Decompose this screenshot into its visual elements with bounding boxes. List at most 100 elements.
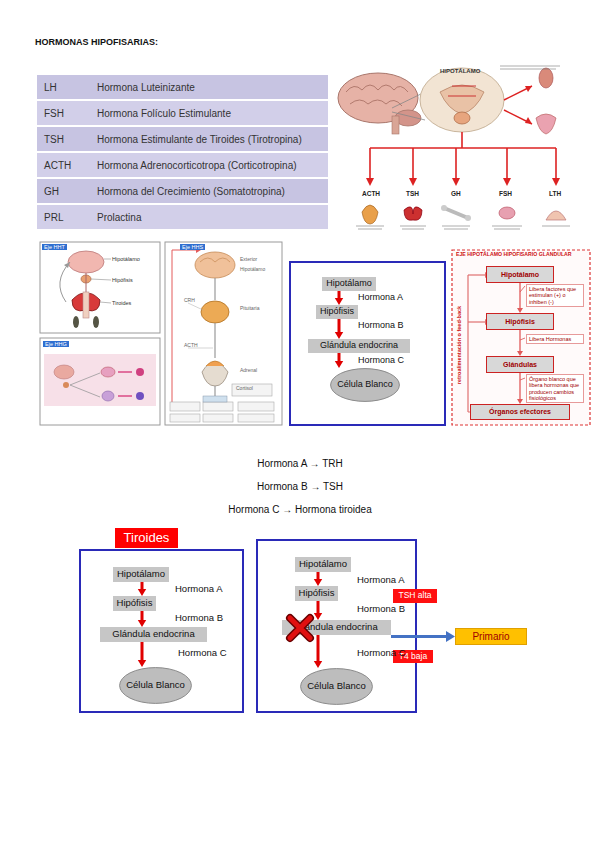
- ellipse-shape: [301, 669, 373, 705]
- target-cell-ellipse: Célula Blanco: [330, 368, 400, 402]
- axis-tag: Eje HHG: [43, 341, 69, 347]
- arrow-shaft: [519, 330, 520, 352]
- axis-box: Glándulas: [486, 356, 554, 373]
- note-text: Libera factores que estimulan (+) o inhi…: [526, 284, 584, 307]
- node-text: Hipófisis: [320, 307, 354, 317]
- flow-arrow: [517, 283, 523, 313]
- edge-label: Hormona A: [357, 574, 405, 585]
- flow-arrow: [314, 601, 322, 620]
- arrow-head: [335, 298, 343, 305]
- edge-label: Hormona A: [358, 292, 403, 302]
- hhg-axis-illustration: [40, 338, 160, 425]
- node-text: Órganos efectores: [489, 408, 551, 416]
- page-title: HORMONAS HIPOFISARIAS:: [35, 37, 158, 47]
- note-text: Libera Hormonas: [526, 334, 584, 344]
- flow-arrow: [314, 635, 322, 668]
- node-text: Glándula endocrina: [112, 629, 194, 639]
- node-text: Primario: [472, 631, 509, 642]
- section-tag: Tiroides: [115, 528, 178, 548]
- edge-label: Hormona B: [358, 320, 404, 330]
- axis-box: Hipotálamo: [486, 266, 554, 283]
- target-cell-ellipse: Célula Blanco: [300, 668, 373, 705]
- arrow-head: [314, 579, 322, 586]
- flow-arrow: [138, 642, 146, 667]
- node-text: Hormona Luteinizante: [97, 82, 195, 93]
- edge-label: Hormona A: [175, 583, 223, 594]
- process-box: Hipófisis: [113, 596, 156, 611]
- node-text: Glándula endocrina: [295, 622, 377, 632]
- part-label: GH: [451, 190, 461, 197]
- flow-arrow: [314, 572, 322, 586]
- part-label: Tiroides: [112, 300, 131, 306]
- axis-box: Hipófisis: [486, 313, 554, 330]
- node-text: ACTH: [44, 160, 71, 171]
- edge-label: Hormona B: [357, 603, 405, 614]
- target-cell-ellipse: Célula Blanco: [119, 667, 192, 704]
- node-text: LH: [44, 82, 57, 93]
- part-label: EJE HIPOTÁLAMO HIPOFISARIO GLANDULAR: [456, 252, 588, 258]
- part-label: Hipotálamo: [112, 256, 140, 262]
- process-box: Glándula endocrina: [282, 620, 391, 635]
- arrow-head: [446, 631, 455, 642]
- node-text: Hormona del Crecimiento (Somatotropina): [97, 186, 285, 197]
- edge-label: Hormona B: [175, 612, 223, 623]
- node-text: Hipotálamo: [299, 559, 347, 569]
- node-text: TSH alta: [398, 591, 431, 600]
- part-label: Cortisol: [236, 386, 253, 392]
- table-row-band: ACTHHormona Adrenocorticotropa (Corticot…: [37, 153, 328, 177]
- edge-label: Hormona C: [178, 647, 227, 658]
- flow-arrow: [517, 330, 523, 356]
- part-label: Adrenal: [240, 368, 257, 374]
- arrow-head: [314, 661, 322, 668]
- hht-axis-illustration: [40, 242, 160, 333]
- arrow-head: [335, 332, 343, 339]
- flow-frame: [80, 550, 243, 712]
- process-box: Glándula endocrina: [308, 339, 410, 353]
- ellipse-shape: [331, 369, 400, 402]
- part-label: Pituitaria: [240, 306, 259, 312]
- node-text: Glándulas: [503, 361, 537, 369]
- flow-arrow: [138, 582, 146, 596]
- part-label: TSH: [406, 190, 419, 197]
- caption-text: Hormona B → TSH: [257, 481, 343, 493]
- arrow-head: [138, 660, 146, 667]
- arrow-shaft: [338, 319, 341, 333]
- node-text: Célula Blanco: [307, 681, 366, 691]
- node-text: GH: [44, 186, 59, 197]
- diagnosis-box: Primario: [455, 628, 527, 645]
- endocrine-illustration: [338, 66, 570, 229]
- axis-box: Órganos efectores: [470, 404, 570, 420]
- feedback-panel: [452, 250, 590, 425]
- part-label: HIPOTÁLAMO: [440, 68, 480, 75]
- arrow-head: [335, 361, 343, 368]
- process-box: Glándula endocrina: [100, 627, 207, 642]
- axis-tag: Eje HHS: [180, 244, 205, 250]
- flow-arrow: [138, 611, 146, 627]
- table-row-band: PRLProlactina: [37, 205, 328, 229]
- part-label: Hipófisis: [112, 277, 133, 283]
- node-text: Hipotálamo: [501, 271, 539, 279]
- table-row-band: FSH Hormona Folículo Estimulante: [37, 101, 328, 125]
- node-text: Hipotálamo: [326, 279, 372, 289]
- process-box: Hipotálamo: [295, 557, 351, 572]
- node-text: Hormona Folículo Estimulante: [97, 108, 231, 119]
- lab-result-tag: TSH alta: [393, 589, 437, 603]
- node-text: Célula Blanco: [126, 680, 185, 690]
- node-text: Hipófisis: [505, 318, 535, 326]
- hhs-axis-illustration: [165, 242, 282, 425]
- edge-label: Hormona C: [357, 647, 406, 658]
- process-box: Hipotálamo: [322, 277, 376, 291]
- flow-arrow: [335, 319, 343, 339]
- arrow-shaft: [317, 635, 320, 662]
- process-box: Hipófisis: [316, 305, 358, 319]
- part-label: FSH: [499, 190, 512, 197]
- part-label: retroalimentación o feed-back: [456, 306, 462, 384]
- arrow-shaft: [141, 611, 144, 621]
- node-text: FSH: [44, 108, 64, 119]
- node-text: Prolactina: [97, 212, 141, 223]
- part-label: Hipotálamo: [240, 267, 265, 273]
- axis-tag: Eje HHT: [42, 244, 67, 250]
- caption-text: Hormona A → TRH: [257, 458, 342, 470]
- node-text: TSH: [44, 134, 64, 145]
- edge-label: Hormona C: [358, 355, 404, 365]
